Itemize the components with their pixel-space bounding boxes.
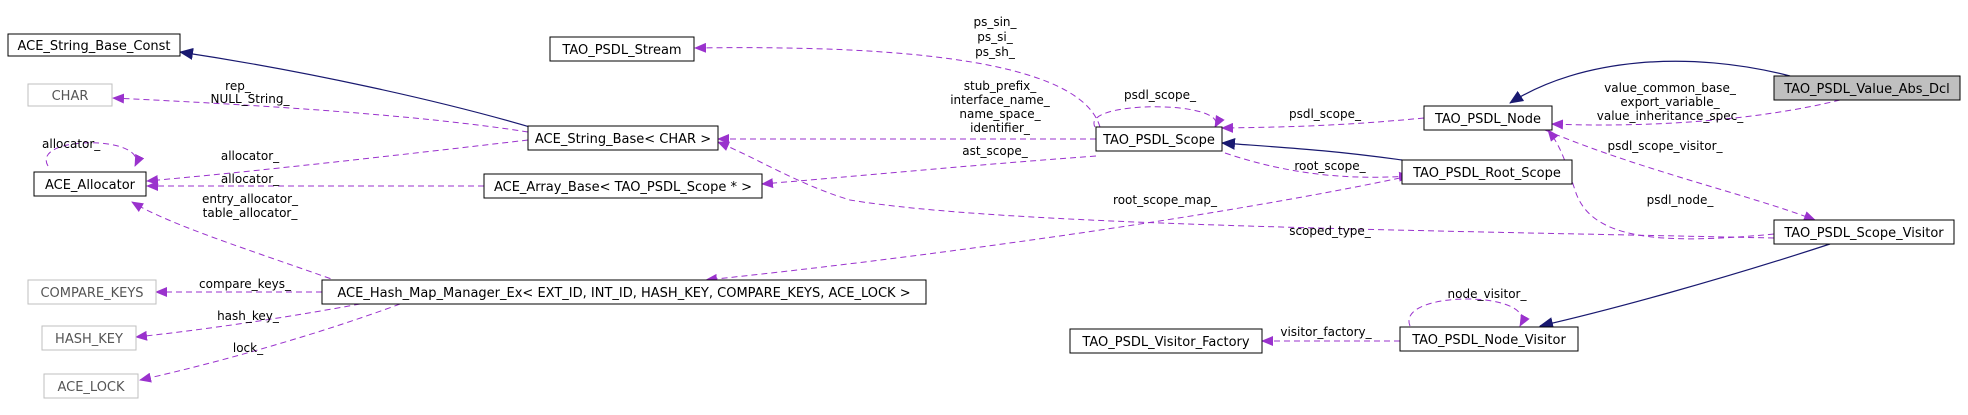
node-tao-psdl-visitor-factory[interactable]: TAO_PSDL_Visitor_Factory <box>1069 328 1263 354</box>
node-label: TAO_PSDL_Root_Scope <box>1412 166 1561 181</box>
node-label: TAO_PSDL_Node_Visitor <box>1411 333 1566 348</box>
node-compare-keys[interactable]: COMPARE_KEYS <box>27 279 157 305</box>
label-allocator-sb: allocator_ <box>221 149 280 163</box>
label-psdl-scope-node: psdl_scope_ <box>1289 107 1362 121</box>
edge-scopevisitor-inherits-nodevisitor <box>1539 243 1831 329</box>
node-tao-psdl-scope[interactable]: TAO_PSDL_Scope <box>1095 126 1223 152</box>
label-null-string: NULL_String_ <box>211 92 291 106</box>
node-ace-lock[interactable]: ACE_LOCK <box>43 373 139 399</box>
label-visitor-factory: visitor_factory_ <box>1280 325 1372 339</box>
edge-scope-self <box>1093 106 1225 128</box>
node-tao-psdl-value-abs-dcl[interactable]: TAO_PSDL_Value_Abs_Dcl <box>1773 75 1961 101</box>
node-ace-string-base[interactable]: ACE_String_Base< CHAR > <box>527 125 719 151</box>
label-entry-allocator: entry_allocator_ <box>202 192 299 206</box>
node-label: TAO_PSDL_Scope_Visitor <box>1783 226 1944 241</box>
node-tao-psdl-stream[interactable]: TAO_PSDL_Stream <box>549 36 695 62</box>
edge-stringbase-inherits-stringbaseconst <box>179 47 541 131</box>
node-char[interactable]: CHAR <box>27 83 113 107</box>
node-label: ACE_Array_Base< TAO_PSDL_Scope * > <box>494 180 752 195</box>
label-interface-name: interface_name_ <box>950 93 1051 107</box>
label-compare-keys: compare_keys_ <box>199 277 292 291</box>
label-ps-sh: ps_sh_ <box>975 45 1016 59</box>
edge-stream-to-scope <box>694 42 1101 128</box>
label-ps-sin: ps_sin_ <box>973 15 1017 29</box>
node-ace-hash-map-manager-ex[interactable]: ACE_Hash_Map_Manager_Ex< EXT_ID, INT_ID,… <box>321 279 927 305</box>
label-name-space: name_space_ <box>959 107 1041 121</box>
node-label: ACE_String_Base_Const <box>17 39 170 54</box>
label-ps-si: ps_si_ <box>977 30 1013 44</box>
node-label: TAO_PSDL_Node <box>1434 112 1541 127</box>
edge-allocator-self <box>45 142 145 167</box>
edge-rootscope-to-scope <box>1224 152 1411 182</box>
label-root-scope: root_scope_ <box>1294 159 1366 173</box>
node-label: ACE_LOCK <box>57 380 125 395</box>
label-export-variable: export_variable_ <box>1620 95 1720 109</box>
edge-allocator-to-stringbase <box>146 139 529 186</box>
label-scoped-type: scoped_type_ <box>1289 224 1372 238</box>
edge-psdlnode-to-valueabsdcl <box>1551 99 1841 130</box>
label-node-visitor-self: node_visitor_ <box>1448 287 1528 301</box>
node-label: ACE_Allocator <box>45 178 136 193</box>
label-rep: rep_ <box>225 79 252 93</box>
node-ace-string-base-const[interactable]: ACE_String_Base_Const <box>7 33 181 57</box>
edge-psdlnode-to-scopevisitor <box>1547 129 1775 240</box>
label-identifier: identifier_ <box>970 121 1031 135</box>
edge-lock-to-hashmap <box>139 303 401 383</box>
node-label: TAO_PSDL_Scope <box>1102 133 1215 148</box>
node-label: COMPARE_KEYS <box>40 286 143 301</box>
label-allocator-ab: allocator_ <box>221 172 280 186</box>
node-tao-psdl-node[interactable]: TAO_PSDL_Node <box>1423 105 1553 131</box>
label-value-inheritance-spec: value_inheritance_spec_ <box>1597 109 1744 123</box>
edge-arraybase-to-scope <box>761 155 1097 189</box>
edge-stringbase-to-scopevisitor <box>717 141 1775 239</box>
label-ast-scope: ast_scope_ <box>962 144 1029 158</box>
node-ace-allocator[interactable]: ACE_Allocator <box>33 171 147 197</box>
edge-allocator-to-hashmap <box>131 201 341 283</box>
edge-valueabsdcl-inherits-psdlnode <box>1509 60 1791 104</box>
edge-scope-to-psdlnode <box>1221 117 1425 133</box>
label-table-allocator: table_allocator_ <box>203 206 299 220</box>
edge-char-to-stringbase <box>112 93 529 133</box>
node-tao-psdl-scope-visitor[interactable]: TAO_PSDL_Scope_Visitor <box>1773 219 1955 245</box>
label-psdl-scope-visitor: psdl_scope_visitor_ <box>1607 139 1723 153</box>
edge-nodevisitor-self <box>1408 298 1530 327</box>
node-label: TAO_PSDL_Stream <box>561 43 681 58</box>
edge-hashkey-to-hashmap <box>135 303 361 341</box>
label-value-common-base: value_common_base_ <box>1604 81 1737 95</box>
node-label: TAO_PSDL_Visitor_Factory <box>1081 335 1249 350</box>
label-psdl-node: psdl_node_ <box>1647 193 1715 207</box>
node-hash-key[interactable]: HASH_KEY <box>41 325 137 351</box>
node-ace-array-base[interactable]: ACE_Array_Base< TAO_PSDL_Scope * > <box>483 173 763 199</box>
node-tao-psdl-node-visitor[interactable]: TAO_PSDL_Node_Visitor <box>1399 326 1579 352</box>
node-label: TAO_PSDL_Value_Abs_Dcl <box>1783 82 1950 97</box>
node-label: HASH_KEY <box>55 332 123 347</box>
label-hash-key: hash_key_ <box>217 309 280 323</box>
label-stub-prefix: stub_prefix_ <box>964 79 1038 93</box>
edge-scopevisitor-to-psdlnode <box>1544 129 1816 221</box>
label-allocator-self: allocator_ <box>42 137 101 151</box>
edge-hashmap-to-rootscope <box>705 177 1401 284</box>
node-label: ACE_Hash_Map_Manager_Ex< EXT_ID, INT_ID,… <box>337 286 910 301</box>
node-tao-psdl-root-scope[interactable]: TAO_PSDL_Root_Scope <box>1401 159 1573 185</box>
node-label: ACE_String_Base< CHAR > <box>535 132 711 147</box>
label-lock: lock_ <box>233 341 264 355</box>
label-root-scope-map: root_scope_map_ <box>1113 193 1218 207</box>
edge-rootscope-inherits-psdlscope <box>1221 137 1403 161</box>
node-label: CHAR <box>52 89 89 104</box>
label-psdl-scope-self: psdl_scope_ <box>1124 88 1197 102</box>
